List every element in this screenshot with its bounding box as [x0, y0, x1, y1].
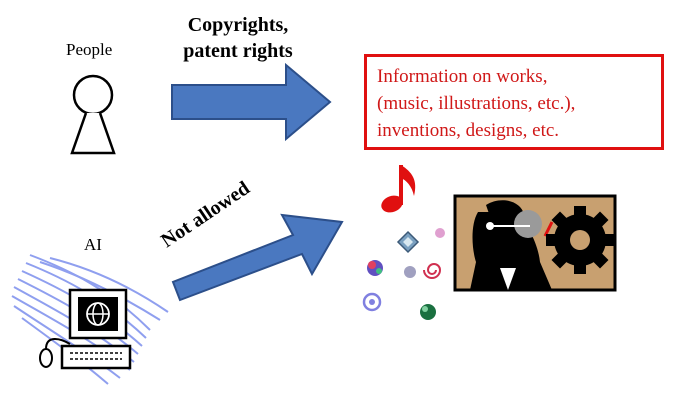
computer-icon [39, 288, 132, 370]
info-line-2: (music, illustrations, etc.), [377, 93, 576, 114]
info-line-1: Information on works, [377, 66, 548, 87]
info-box: Information on works, (music, illustrati… [364, 54, 664, 150]
decorative-shapes [362, 228, 445, 320]
ai-label: AI [84, 235, 102, 254]
person-icon [70, 74, 116, 155]
gear-icon [546, 206, 614, 274]
rights-label-line1: Copyrights, [187, 14, 289, 36]
info-line-3: inventions, designs, etc. [377, 120, 560, 141]
rights-arrow [171, 62, 332, 142]
rights-arrow-label: Copyrights, patent rights [168, 12, 308, 64]
music-note-icon [381, 165, 416, 213]
rights-label-line2: patent rights [183, 40, 293, 62]
not-allowed-arrow [171, 213, 344, 302]
people-label: People [66, 40, 113, 59]
